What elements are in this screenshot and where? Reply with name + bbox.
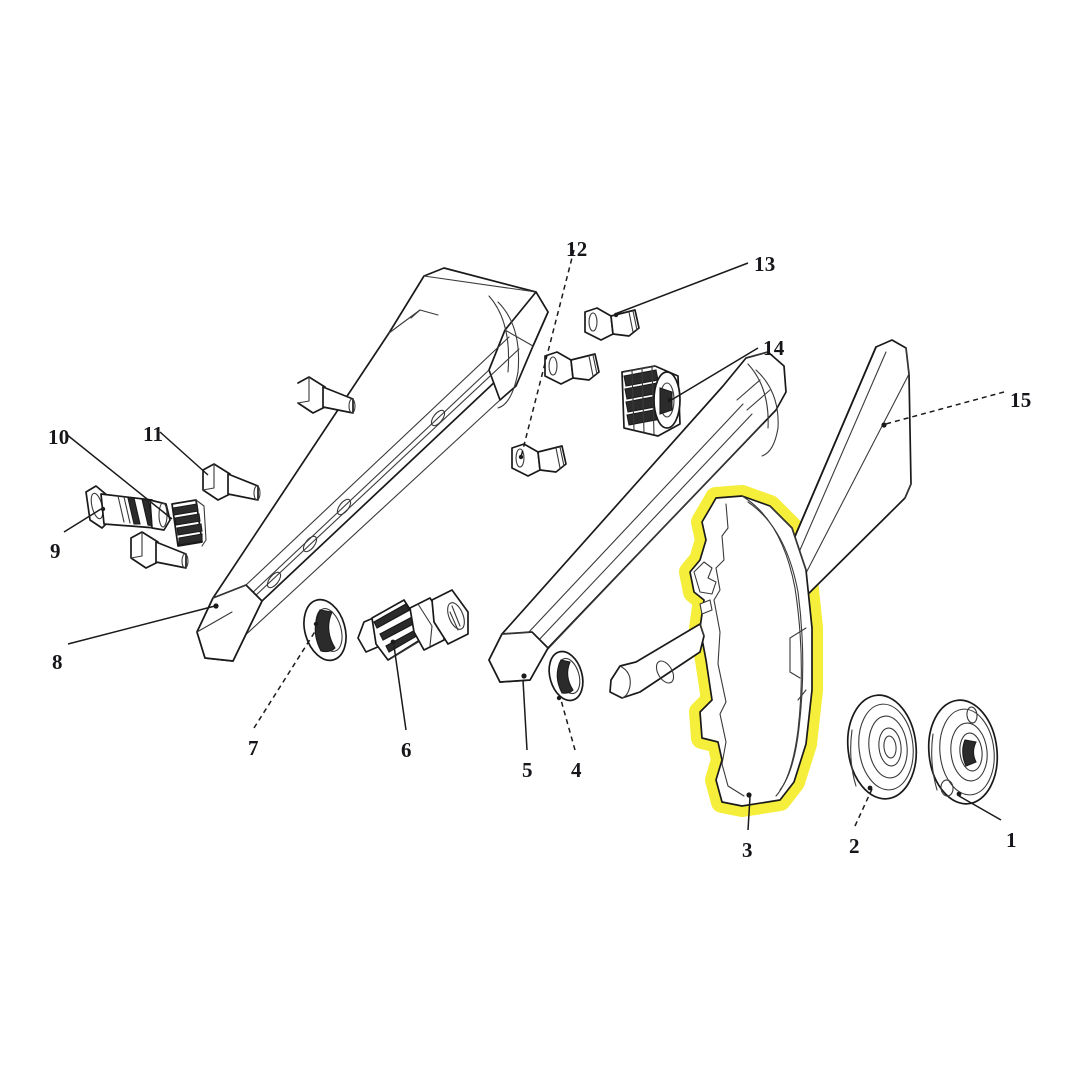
callout-label-13[interactable]: 13 [754,252,776,276]
leader-5 [522,679,528,751]
leader-11 [159,431,209,476]
callout-label-4[interactable]: 4 [571,758,582,782]
callout-label-6[interactable]: 6 [401,738,412,762]
leader-14 [667,347,759,403]
callout-label-9[interactable]: 9 [50,539,61,563]
callout-label-10[interactable]: 10 [48,425,70,449]
leader-15 [881,391,1005,426]
callout-label-12[interactable]: 12 [566,237,588,261]
leader-3 [747,796,751,831]
callout-label-1[interactable]: 1 [1006,828,1017,852]
callout-label-7[interactable]: 7 [248,736,259,760]
part-hex-bolt-c [584,307,640,341]
part-side-cover-panel [689,495,813,807]
part-coil-spring-bushing [621,365,681,437]
part-lower-arm-body [488,351,787,683]
callout-label-2[interactable]: 2 [849,834,860,858]
part-hex-bolt-a [202,463,261,501]
part-threaded-fitting-large [357,589,469,661]
part-threaded-insert [171,499,207,547]
part-hex-bolt-above-arm [297,376,356,414]
leader-1 [958,795,1002,821]
part-hex-bolt-b [511,443,567,477]
part-hex-bolt-b-twin [544,351,600,385]
part-cylinder-rod [609,623,705,699]
leader-9 [63,508,102,533]
callout-label-11[interactable]: 11 [143,422,164,446]
leader-2 [854,788,873,827]
part-flanged-bearing-cap [927,699,999,805]
leader-13 [614,262,749,315]
part-seal-ring-large [303,598,347,662]
leader-6 [393,645,407,731]
leader-7 [253,629,317,729]
leader-4 [560,699,576,751]
arm-holes [266,409,446,589]
leader-lines [63,249,1005,831]
callout-label-14[interactable]: 14 [763,336,785,360]
callout-label-5[interactable]: 5 [522,758,533,782]
part-banjo-bolt [85,485,171,531]
part-upper-arm-body [196,267,549,662]
insert-threads [172,503,203,546]
part-round-cover-plate [846,694,918,800]
callout-label-8[interactable]: 8 [52,650,63,674]
callout-label-3[interactable]: 3 [742,838,753,862]
part-hex-bolt-lower-left [130,531,189,569]
part-seal-ring-small [548,650,584,702]
callout-label-15[interactable]: 15 [1010,388,1032,412]
leader-10 [65,433,173,520]
leader-8 [67,605,216,645]
